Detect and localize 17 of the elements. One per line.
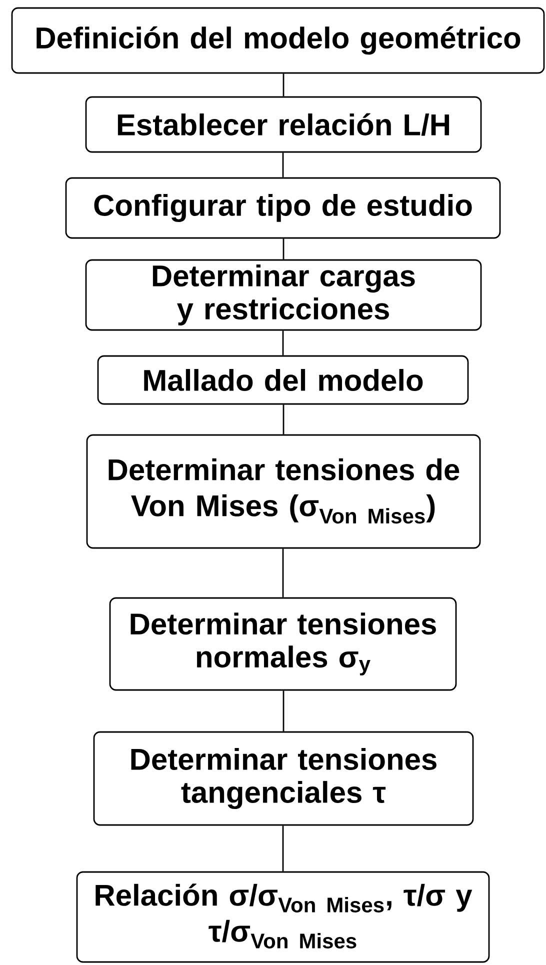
connector-line: [282, 238, 284, 260]
process-box: Definición del modelo geométrico: [11, 7, 545, 74]
process-box: Determinar tensiones normales σ$_{y}$: [109, 597, 457, 691]
process-box: Determinar tensiones tangenciales τ: [93, 731, 474, 826]
connector-line: [282, 548, 284, 598]
process-box: $\begin{gathered}\text{Relación σ/σ}_{\text{Von Mises}}\text{, τ/σ y}\\ \text{τ/σ}_{\text{Von Mises}}\end{gathered}$: [76, 871, 490, 963]
process-box: Configurar tipo de estudio: [65, 177, 501, 239]
connector-line: [282, 826, 284, 872]
process-box: Mallado del modelo: [97, 355, 469, 405]
connector-line: [282, 404, 284, 434]
process-box: Determinar cargas y restricciones: [85, 259, 482, 331]
connector-line: [282, 74, 284, 96]
process-box: Establecer relación L/H: [85, 96, 482, 153]
connector-line: [282, 152, 284, 178]
connector-line: [282, 690, 284, 732]
connector-line: [282, 330, 284, 356]
process-box: $\begin{gathered}\text{Determinar tensiones de}\\ \text{Von Mises (σ}_{\text{Von Mises}}\text{)}\end{gathered}$: [86, 434, 481, 549]
